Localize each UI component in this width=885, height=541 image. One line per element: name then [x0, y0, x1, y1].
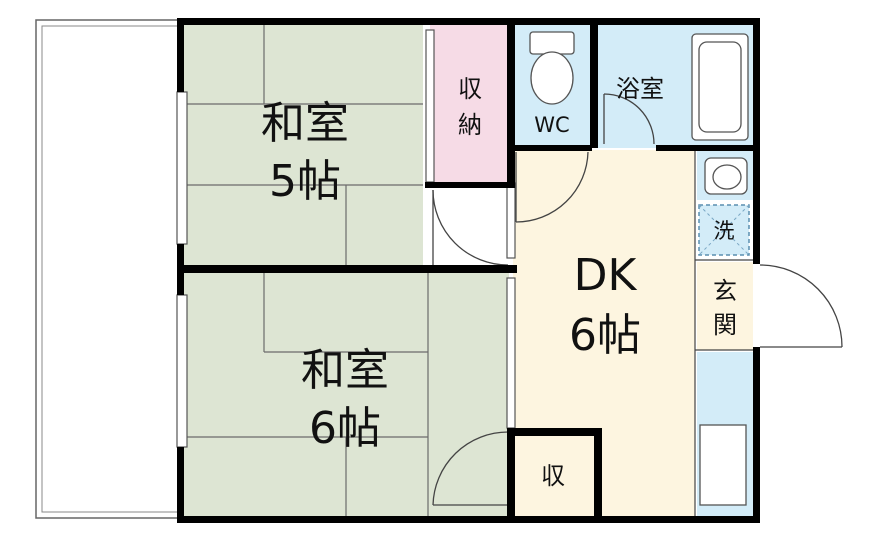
- washitsu-6-size: 6帖: [309, 403, 381, 454]
- wall-water-dk-1: [507, 145, 592, 151]
- wall-lower-closet-right: [594, 428, 602, 523]
- washbasin-icon: [704, 157, 748, 195]
- dk-size: 6帖: [569, 310, 641, 361]
- balcony: [35, 19, 183, 519]
- wall-right-top: [753, 18, 760, 264]
- laundry-label: 洗: [714, 219, 735, 243]
- closet-top-label-2: 納: [458, 111, 482, 139]
- door-wc-swing: [515, 151, 589, 223]
- door-washitsu5-swing: [432, 189, 509, 266]
- wc-label: WC: [534, 113, 569, 137]
- wall-closet-bottom: [425, 182, 515, 188]
- window-left-2: [176, 294, 188, 448]
- wall-left-bottom: [177, 447, 184, 523]
- bathtub-icon: [691, 33, 749, 141]
- wall-between-washitsu: [177, 265, 517, 273]
- washitsu-6-area: [183, 273, 509, 517]
- washitsu-6-name: 和室: [301, 345, 389, 396]
- door-entrance-swing: [759, 264, 843, 348]
- closet-sliding-door: [425, 29, 435, 183]
- window-left-1: [176, 91, 188, 245]
- genkan-label-2: 関: [713, 311, 737, 339]
- laundry-space: [698, 204, 750, 256]
- genkan-label-1: 玄: [713, 277, 737, 305]
- bath-label: 浴室: [616, 75, 664, 103]
- wall-bottom: [177, 516, 759, 523]
- dk-name: DK: [574, 250, 638, 301]
- washitsu-5-size: 5帖: [269, 156, 341, 207]
- sliding-door-dk-2: [506, 277, 516, 429]
- sink-icon: [699, 424, 747, 506]
- wall-closet-wc: [507, 18, 515, 183]
- toilet-icon: [529, 31, 575, 105]
- genkan-area: [697, 262, 753, 350]
- wall-left-top: [177, 18, 184, 92]
- door-bath-swing: [603, 93, 655, 145]
- door-washitsu6-swing: [432, 431, 509, 506]
- sliding-door-dk-1: [506, 182, 516, 259]
- wall-right-bottom: [753, 347, 760, 523]
- wall-wc-bath: [590, 18, 598, 148]
- closet-bottom-label: 収: [541, 462, 565, 490]
- wall-lower-closet-top: [507, 428, 601, 436]
- washitsu-5-area: [183, 24, 423, 268]
- dk-area: [513, 150, 695, 517]
- wall-lower-closet-left: [507, 428, 515, 523]
- wall-top: [177, 18, 759, 25]
- wall-water-dk-2: [656, 145, 760, 151]
- washitsu-5-name: 和室: [261, 98, 349, 149]
- closet-top: [430, 24, 510, 184]
- closet-top-label-1: 収: [458, 75, 482, 103]
